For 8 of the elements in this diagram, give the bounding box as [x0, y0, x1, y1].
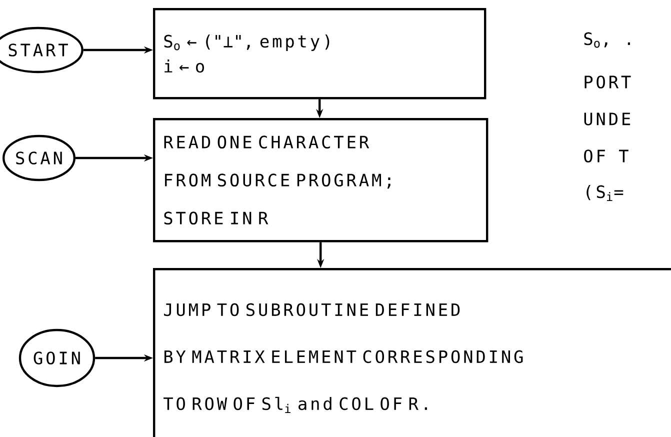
note-text: S$_{o}$, .	[584, 32, 630, 48]
process-box: JUMP TO SUBROUTINE DEFINED BY MATRIX ELEMENT CORRESPONDING TO ROW OF Sl$_{i}$ and COL OF R.	[153, 268, 671, 437]
note-text: UNDE	[584, 112, 630, 126]
note-text: (S$_{i}$=	[586, 185, 624, 201]
process-box: READ ONE CHARACTER FROM SOURCE PROGRAM; STORE IN R	[153, 118, 488, 242]
note-text: OF T	[584, 150, 628, 162]
process-box: S$_{o}$ ← ("⊥", empty) i ← o	[153, 8, 486, 100]
note-text: PORT	[584, 76, 631, 88]
